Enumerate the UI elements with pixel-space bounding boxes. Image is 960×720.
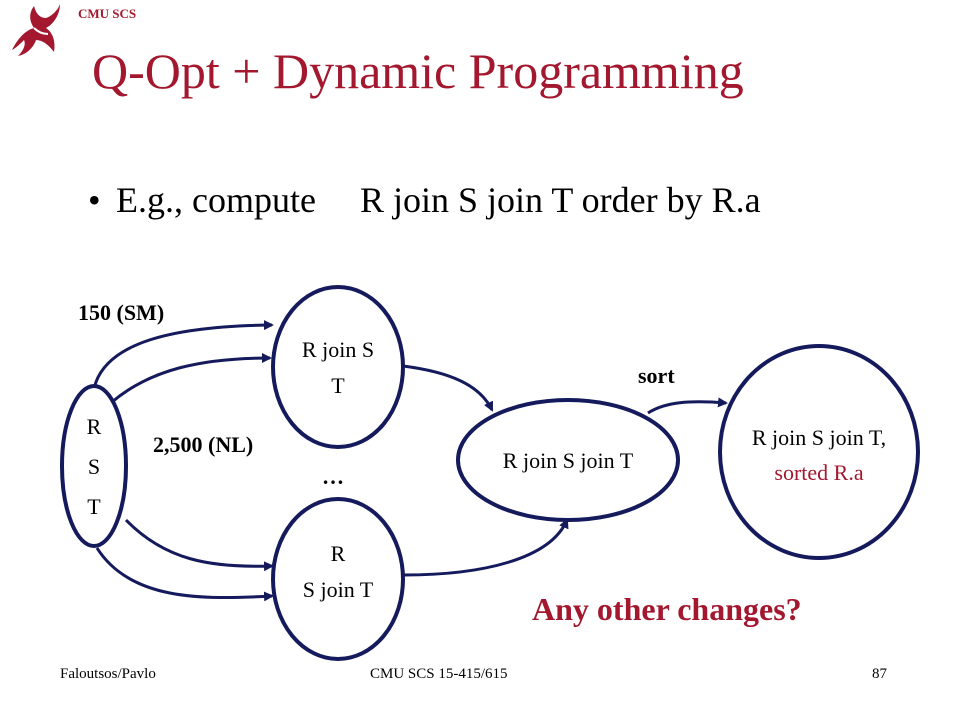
node-rs-t-label-2: T [331,373,345,398]
ellipsis-more-plans: … [322,464,344,489]
node-r-st [271,497,405,661]
edge-label-nl-cost: 2,500 (NL) [153,432,253,457]
edge-rst-to-r-st-1 [124,518,274,572]
node-sorted-result [718,344,920,560]
edge-rst-to-rs-t-sm [91,320,274,395]
slide-title: Q-Opt + Dynamic Programming [92,43,744,99]
footer-course: CMU SCS 15-415/615 [370,666,508,682]
node-rst-label-s: S [88,454,100,479]
edge-label-sort: sort [638,363,675,388]
edge-rst-to-rs-t-nl [111,353,272,404]
question-any-other-changes: Any other changes? [532,591,802,627]
bullet-item: • E.g., compute R join S join T order by R… [88,182,761,218]
edge-rst-to-r-st-2 [95,547,274,602]
bullet-query: R join S join T order by R.a [359,180,761,220]
node-r-st-label-1: R [331,541,346,566]
footer-authors: Faloutsos/Pavlo [60,666,156,682]
bullet-prefix: E.g., compute [116,180,316,220]
node-rs-t [271,285,405,449]
node-r-st-label-2: S join T [303,577,374,602]
footer-page-number: 87 [872,666,887,682]
node-rst [60,384,128,548]
edge-r-st-to-join [403,518,569,577]
node-rs-t-label-1: R join S [302,337,374,362]
edge-join-to-sorted [647,397,728,415]
node-rst-label-r: R [87,414,102,439]
node-sorted-label-1: R join S join T, [752,425,886,450]
edge-label-sm-cost: 150 (SM) [78,300,164,325]
node-rst-join [456,398,680,522]
node-rst-label-t: T [87,494,101,519]
cmu-scs-header: CMU SCS [78,6,137,21]
bullet-dot: • [88,180,101,220]
node-sorted-label-2: sorted R.a [774,460,863,485]
cmu-dragon-logo [12,4,60,56]
edge-rs-t-to-join [402,364,494,412]
node-rst-join-label: R join S join T [503,448,634,473]
